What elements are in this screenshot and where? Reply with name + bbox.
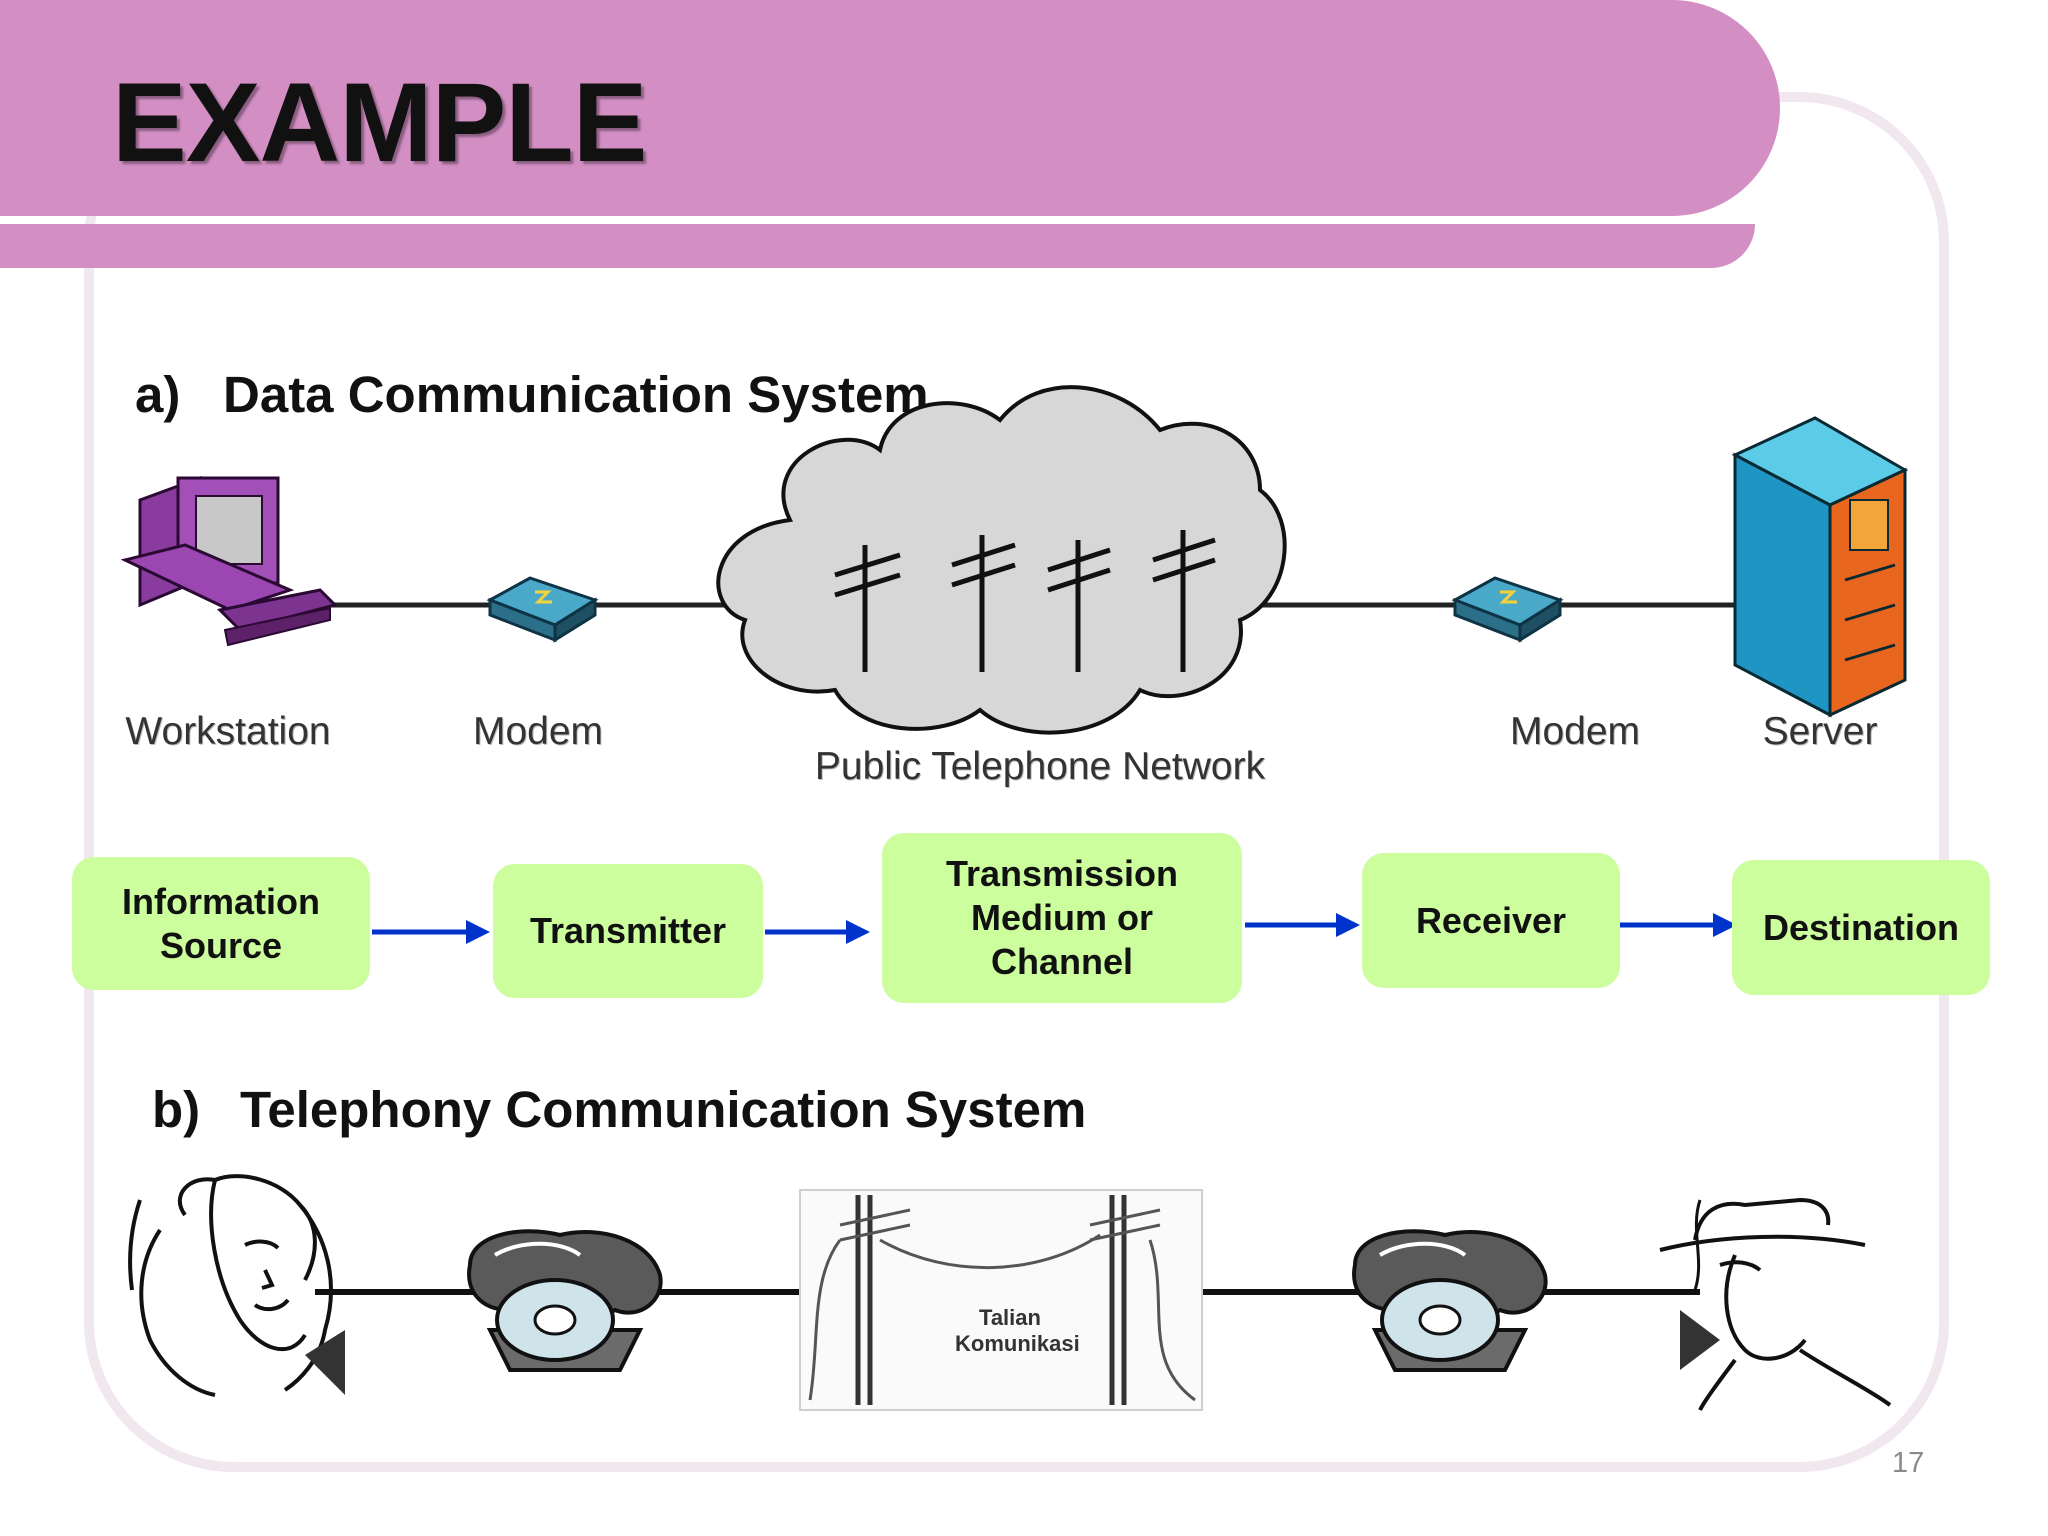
poles-caption-line1: Talian xyxy=(979,1305,1041,1330)
woman-speaker-icon xyxy=(128,1174,333,1397)
cloud-network-icon xyxy=(716,385,1287,735)
man-handset-icon xyxy=(1680,1310,1720,1370)
flow-arrow-head xyxy=(846,920,870,944)
rotary-phone-icon xyxy=(467,1229,663,1372)
flow-box-transmitter: Transmitter xyxy=(493,864,763,998)
flow-box-transmission-medium: Transmission Medium or Channel xyxy=(882,833,1242,1003)
poles-caption: Talian Komunikasi xyxy=(955,1305,1080,1357)
flow-arrow-head xyxy=(466,920,490,944)
woman-handset-icon xyxy=(305,1330,345,1395)
flow-arrow-head xyxy=(1713,913,1737,937)
telephone-poles-icon xyxy=(799,1189,1203,1411)
section-b-label: b) xyxy=(152,1081,201,1138)
device-label-workstation: Workstation xyxy=(125,710,331,753)
device-label-network: Public Telephone Network xyxy=(814,745,1266,788)
section-a-label: a) xyxy=(135,366,181,423)
flow-box-information-source: Information Source xyxy=(72,857,370,990)
device-label-modem-right: Modem xyxy=(1509,710,1641,753)
section-b-title: Telephony Communication System xyxy=(240,1081,1087,1138)
flow-box-destination: Destination xyxy=(1732,860,1990,995)
title-banner-stripe xyxy=(0,224,1755,268)
man-listener-icon xyxy=(1659,1197,1892,1411)
modem-icon xyxy=(1451,576,1564,643)
section-a-title: Data Communication System xyxy=(223,366,929,423)
title-banner xyxy=(0,0,1780,216)
section-b-heading: b) Telephony Communication System xyxy=(152,1080,1086,1139)
page-number: 17 xyxy=(1892,1447,1925,1479)
device-label-server: Server xyxy=(1762,710,1878,753)
section-a-heading: a) Data Communication System xyxy=(135,365,929,424)
modem-icon xyxy=(486,576,599,643)
poles-caption-line2: Komunikasi xyxy=(955,1331,1080,1356)
device-label-modem-left: Modem xyxy=(472,710,604,753)
rotary-phone-icon xyxy=(1352,1229,1548,1372)
slide-title: EXAMPLE xyxy=(112,60,647,185)
server-icon xyxy=(1731,416,1909,718)
flow-arrow-head xyxy=(1336,913,1360,937)
flow-box-receiver: Receiver xyxy=(1362,853,1620,988)
workstation-icon xyxy=(120,475,338,647)
